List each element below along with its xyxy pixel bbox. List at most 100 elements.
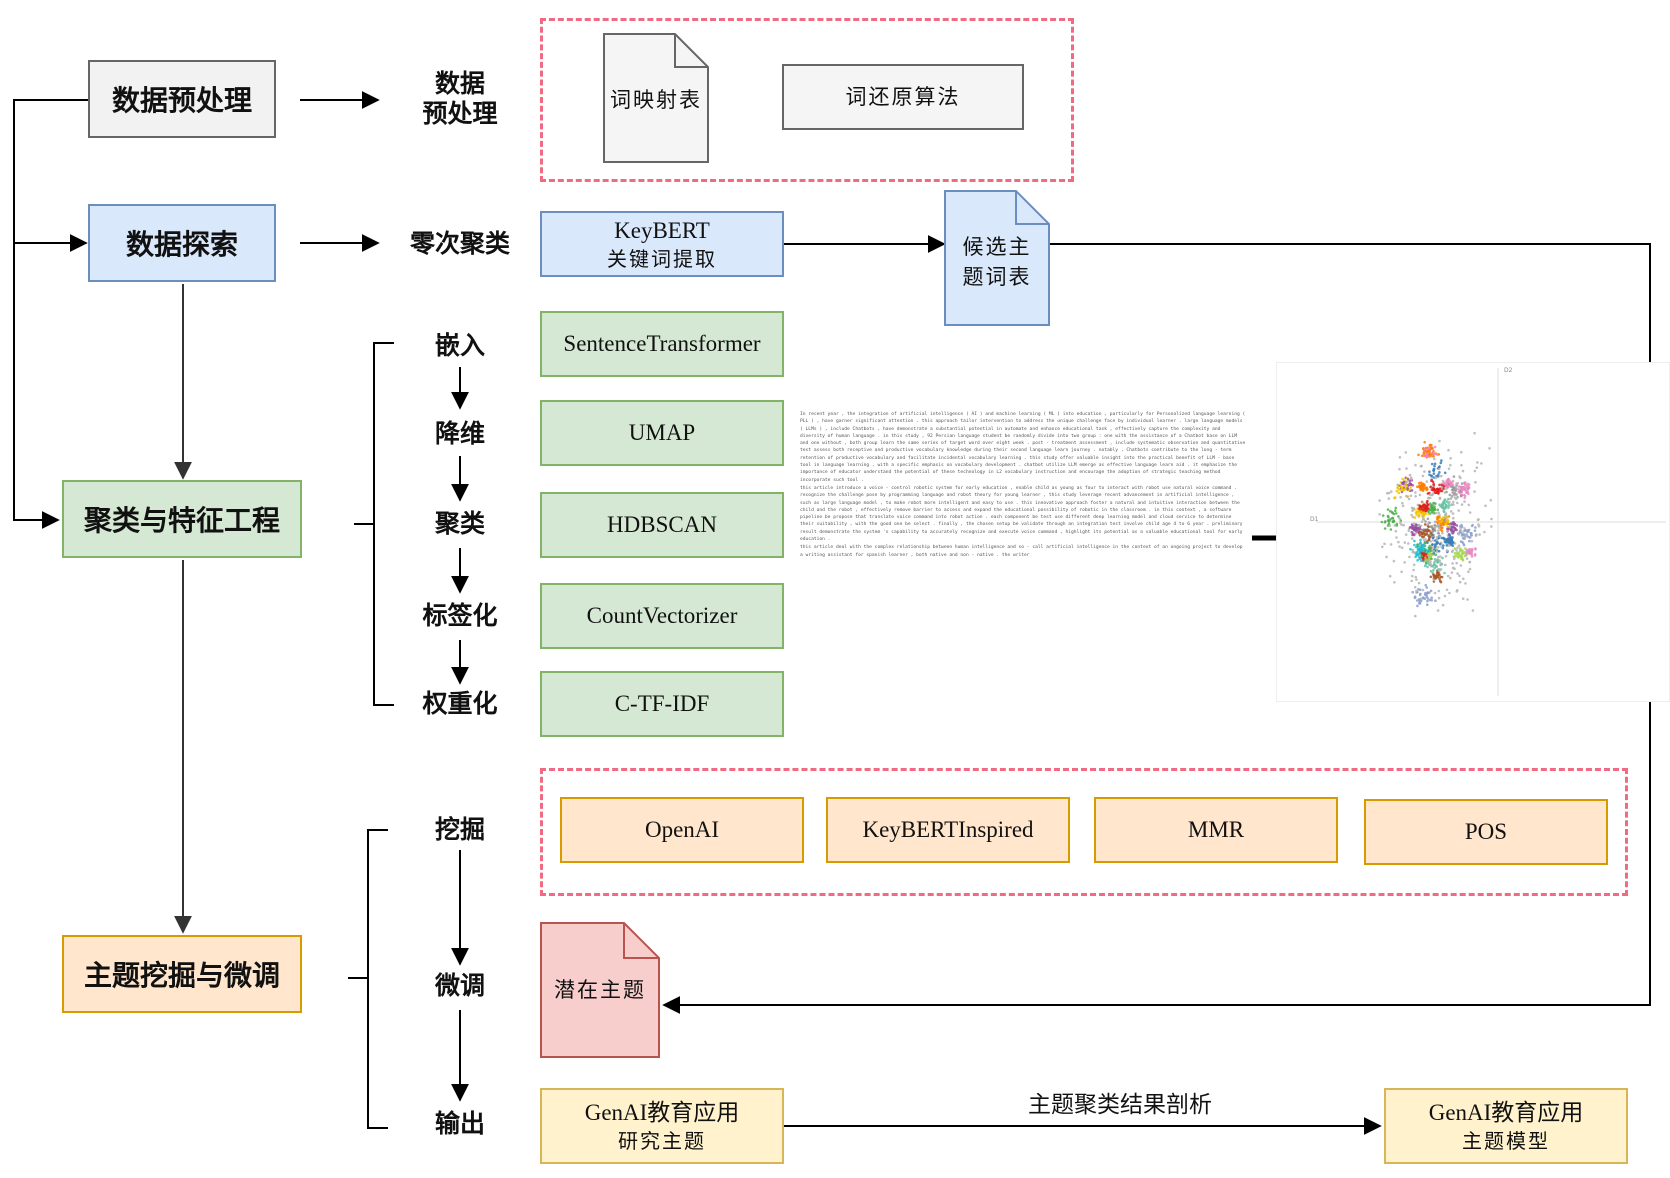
scatter-point — [1434, 599, 1437, 602]
scatter-point — [1438, 487, 1442, 490]
scatter-point — [1434, 576, 1437, 579]
scatter-point — [1432, 568, 1435, 572]
scatter-point — [1468, 539, 1471, 543]
scatter-point — [1398, 545, 1401, 548]
scatter-point — [1433, 566, 1436, 570]
scatter-point — [1429, 575, 1433, 579]
scatter-point — [1463, 500, 1466, 503]
scatter-point — [1428, 521, 1431, 525]
scatter-point — [1391, 520, 1395, 524]
scatter-point — [1439, 489, 1442, 493]
scatter-point — [1457, 509, 1460, 512]
scatter-point — [1412, 507, 1415, 510]
scatter-point — [1401, 501, 1404, 505]
scatter-point — [1417, 581, 1421, 585]
scatter-point — [1411, 550, 1415, 554]
scatter-point — [1419, 538, 1422, 542]
scatter-point — [1418, 599, 1421, 602]
scatter-point — [1390, 490, 1393, 493]
scatter-point — [1430, 446, 1433, 449]
scatter-point — [1449, 542, 1453, 545]
scatter-point — [1387, 522, 1391, 525]
candidate-topic-label: 候选主 题词表 — [944, 222, 1050, 302]
mapping-table-label: 词映射表 — [610, 87, 702, 112]
scatter-point — [1442, 544, 1445, 547]
scatter-point — [1447, 467, 1451, 471]
scatter-point — [1416, 599, 1419, 602]
scatter-point — [1453, 547, 1457, 550]
scatter-point — [1437, 529, 1440, 532]
scatter-point — [1413, 543, 1416, 547]
scatter-point — [1402, 488, 1406, 491]
scatter-point — [1450, 525, 1454, 529]
scatter-point — [1440, 474, 1443, 478]
scatter-point — [1462, 577, 1465, 581]
scatter-point — [1436, 508, 1439, 512]
scatter-point — [1401, 504, 1405, 508]
scatter-point — [1415, 511, 1418, 515]
scatter-point — [1423, 470, 1426, 473]
umap-box: UMAP — [540, 400, 784, 466]
scatter-point — [1418, 493, 1422, 497]
scatter-point — [1410, 489, 1414, 492]
scatter-point — [1470, 524, 1474, 528]
scatter-point — [1475, 533, 1478, 536]
scatter-point — [1409, 486, 1412, 489]
scatter-point — [1433, 545, 1437, 548]
scatter-point — [1460, 482, 1464, 485]
scatter-point — [1437, 453, 1441, 456]
scatter-point — [1437, 473, 1440, 476]
scatter-point — [1402, 480, 1406, 484]
scatter-point — [1434, 525, 1437, 529]
scatter-point — [1422, 518, 1426, 521]
scatter-point — [1413, 539, 1416, 543]
scatter-point — [1422, 508, 1425, 512]
scatter-point — [1442, 500, 1445, 504]
scatter-point — [1437, 523, 1441, 526]
scatter-point — [1420, 454, 1424, 458]
scatter-point — [1445, 500, 1449, 503]
scatter-point — [1417, 507, 1421, 510]
scatter-point — [1463, 527, 1466, 530]
scatter-point — [1490, 517, 1493, 521]
scatter-point — [1420, 481, 1423, 484]
scatter-point — [1448, 500, 1451, 504]
scatter-point — [1418, 550, 1422, 553]
scatter-point — [1453, 557, 1456, 561]
scatter-point — [1420, 535, 1424, 538]
rep-keybertinspired-box: KeyBERTInspired — [826, 797, 1070, 863]
scatter-point — [1425, 532, 1429, 536]
scatter-point — [1392, 512, 1396, 516]
scatter-point — [1404, 480, 1408, 484]
scatter-point — [1429, 560, 1432, 563]
scatter-point — [1473, 553, 1477, 556]
scatter-point — [1432, 476, 1436, 479]
scatter-point — [1453, 567, 1456, 570]
scatter-point — [1441, 531, 1444, 535]
scatter-point — [1474, 481, 1477, 484]
scatter-point — [1411, 483, 1414, 487]
scatter-point — [1428, 470, 1431, 473]
scatter-point — [1455, 482, 1458, 485]
scatter-point — [1408, 479, 1411, 483]
scatter-point — [1428, 473, 1431, 476]
scatter-point — [1438, 471, 1441, 474]
scatter-point — [1468, 567, 1472, 571]
ctfidf-box: C-TF-IDF — [540, 671, 784, 737]
scatter-point — [1412, 563, 1416, 567]
scatter-point — [1419, 527, 1422, 531]
scatter-point — [1484, 504, 1487, 508]
scatter-point — [1398, 467, 1401, 471]
scatter-point — [1419, 541, 1422, 544]
scatter-point — [1404, 451, 1408, 454]
scatter-point — [1443, 519, 1446, 523]
scatter-point — [1451, 536, 1454, 539]
scatter-point — [1395, 489, 1399, 493]
scatter-point — [1429, 485, 1432, 489]
scatter-point — [1473, 431, 1476, 435]
scatter-point — [1437, 511, 1440, 514]
scatter-point — [1437, 555, 1440, 559]
scatter-point — [1467, 483, 1471, 486]
scatter-point — [1459, 547, 1462, 550]
scatter-point — [1427, 525, 1430, 529]
